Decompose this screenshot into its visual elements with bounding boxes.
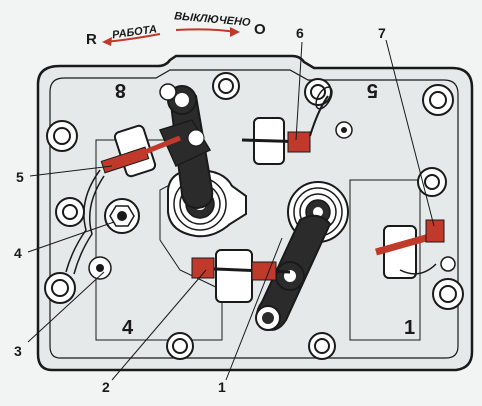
terminal-4 [104, 198, 140, 234]
housing-numbers: 8 5 4 1 [115, 79, 415, 339]
leader-3 [27, 271, 105, 343]
header-left-letter: R [86, 31, 97, 48]
contact-2 [191, 249, 291, 303]
housing-number-8: 8 [115, 79, 126, 101]
right-panel [349, 179, 421, 341]
contact-7 [375, 219, 456, 279]
housing-number-1: 1 [404, 317, 415, 339]
callout-5: 5 [16, 169, 24, 185]
lever-upper [158, 83, 214, 210]
header-right-letter: O [254, 21, 266, 38]
boss-top-center [212, 72, 240, 100]
leader-2 [111, 269, 207, 381]
header-right-word: ВЫКЛЮЧЕНО [174, 10, 252, 29]
callout-3: 3 [14, 343, 22, 359]
housing-number-5: 5 [367, 79, 378, 101]
callout-4: 4 [14, 245, 22, 261]
leader-5 [29, 165, 113, 177]
boss-bottom-left [44, 272, 76, 304]
spring-3 [65, 169, 112, 280]
boss-mid-left [55, 197, 85, 227]
boss-top-center-right [304, 78, 332, 106]
callout-1: 1 [218, 379, 226, 395]
callout-7: 7 [378, 25, 386, 41]
boss-mid-right [417, 167, 447, 197]
boss-top-right [422, 84, 454, 116]
leader-4 [27, 221, 115, 253]
leader-lines [27, 39, 435, 381]
leader-6 [295, 41, 303, 141]
arrow-left-head [102, 37, 112, 46]
callout-2: 2 [102, 379, 110, 395]
callout-numbers: 1 2 3 4 5 6 7 [14, 25, 386, 395]
housing-inner-rim [49, 69, 459, 359]
leader-7 [385, 39, 435, 227]
mounting-bosses [44, 72, 464, 360]
lever-lower [255, 214, 332, 331]
boss-bottom-right [432, 278, 464, 310]
housing [36, 54, 474, 372]
boss-top-left [46, 120, 78, 152]
boss-bottom-center-right [308, 332, 336, 360]
boss-bottom-center-left [166, 332, 194, 360]
leader-1 [225, 237, 283, 381]
housing-outline [36, 54, 474, 372]
arrow-right-head [230, 27, 240, 37]
mode-indicator: R РАБОТА ВЫКЛЮЧЕНО O [86, 10, 266, 48]
housing-number-4: 4 [122, 317, 134, 339]
contact-6 [241, 86, 353, 165]
arrow-right-line [175, 28, 237, 33]
callout-6: 6 [296, 25, 304, 41]
